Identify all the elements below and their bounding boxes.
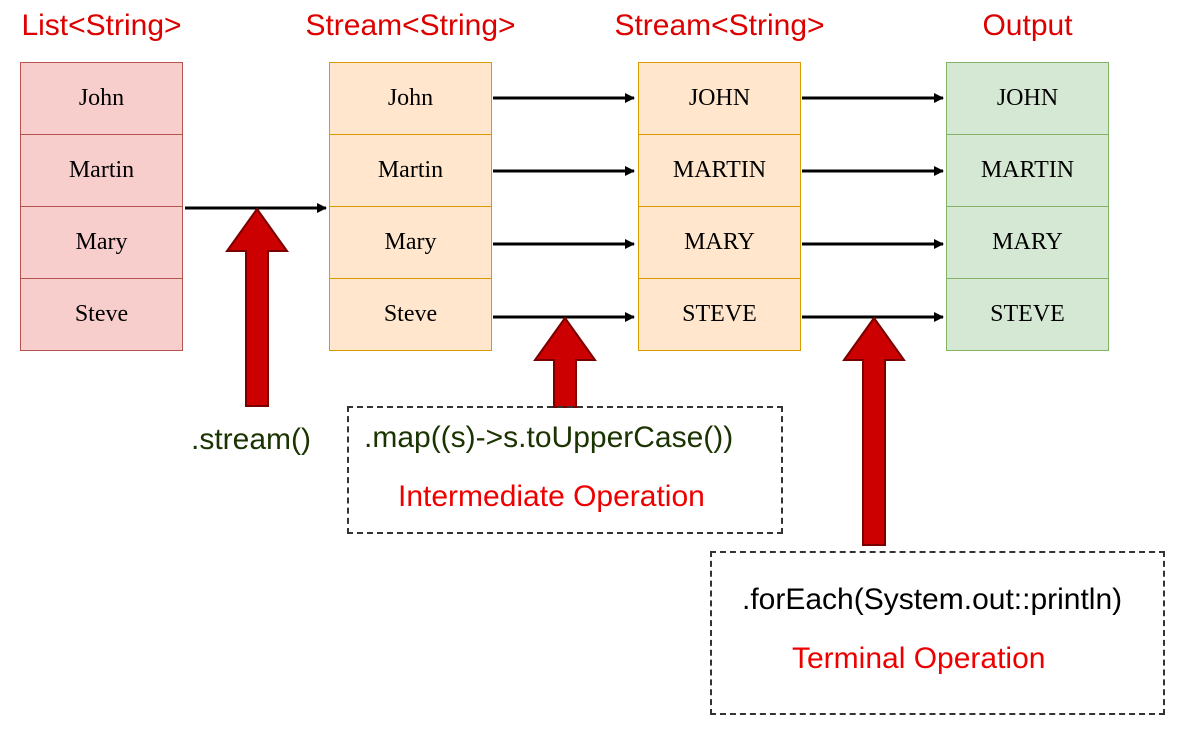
terminal-operation-box bbox=[710, 551, 1165, 715]
terminal-operation-caption: Terminal Operation bbox=[792, 642, 1046, 675]
list-item: Martin bbox=[20, 134, 183, 207]
mapped-stream-column: JOHN MARTIN MARY STEVE bbox=[638, 62, 801, 351]
map-up-arrow bbox=[533, 316, 597, 408]
stream-column-title: Stream<String> bbox=[305, 9, 516, 42]
output-item: MARTIN bbox=[946, 134, 1109, 207]
mapped-stream-item: JOHN bbox=[638, 62, 801, 135]
stream-item: John bbox=[329, 62, 492, 135]
list-item: Mary bbox=[20, 206, 183, 279]
output-item: STEVE bbox=[946, 278, 1109, 351]
mapped-stream-item: STEVE bbox=[638, 278, 801, 351]
list-item: John bbox=[20, 62, 183, 135]
stream-up-arrow bbox=[225, 207, 289, 407]
stream-item: Martin bbox=[329, 134, 492, 207]
output-column: JOHN MARTIN MARY STEVE bbox=[946, 62, 1109, 351]
stream-item: Mary bbox=[329, 206, 492, 279]
intermediate-operation-caption: Intermediate Operation bbox=[398, 480, 705, 513]
list-item: Steve bbox=[20, 278, 183, 351]
mapped-stream-column-title: Stream<String> bbox=[614, 9, 825, 42]
intermediate-operation-box bbox=[347, 406, 783, 534]
terminal-operation-code: .forEach(System.out::println) bbox=[742, 583, 1123, 616]
list-column-title: List<String> bbox=[21, 9, 182, 42]
intermediate-operation-code: .map((s)->s.toUpperCase()) bbox=[364, 421, 734, 454]
output-column-title: Output bbox=[982, 9, 1073, 42]
mapped-stream-item: MARY bbox=[638, 206, 801, 279]
output-item: MARY bbox=[946, 206, 1109, 279]
output-item: JOHN bbox=[946, 62, 1109, 135]
mapped-stream-item: MARTIN bbox=[638, 134, 801, 207]
list-column: John Martin Mary Steve bbox=[20, 62, 183, 351]
stream-operation-code: .stream() bbox=[191, 423, 311, 456]
foreach-up-arrow bbox=[842, 316, 906, 546]
stream-column: John Martin Mary Steve bbox=[329, 62, 492, 351]
stream-item: Steve bbox=[329, 278, 492, 351]
